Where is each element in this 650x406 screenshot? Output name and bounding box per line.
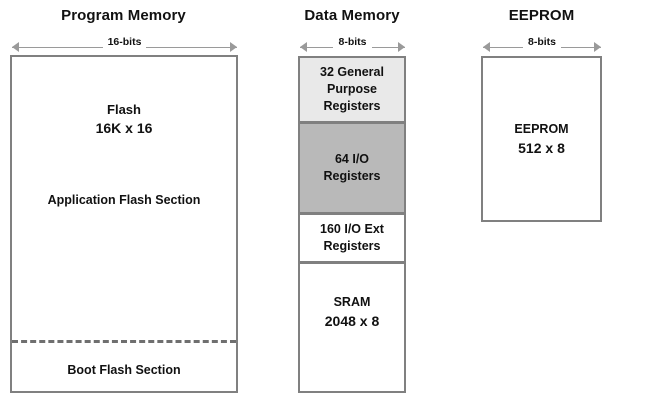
eeprom-name-label: EEPROM [514, 121, 569, 136]
io-ext-registers-line-1: 160 I/O Ext [320, 222, 384, 236]
general-purpose-registers-block: 32 General Purpose Registers [298, 56, 406, 123]
program-memory-box [10, 55, 238, 393]
arrow-right-icon [398, 42, 405, 52]
gp-registers-line-1: 32 General [320, 65, 384, 79]
arrow-right-icon [230, 42, 237, 52]
boot-flash-section-label: Boot Flash Section [67, 363, 181, 377]
arrow-left-icon [483, 42, 490, 52]
io-registers-line-1: 64 I/O [334, 152, 370, 166]
program-memory-title: Program Memory [61, 7, 186, 24]
data-memory-title: Data Memory [304, 7, 400, 24]
arrow-left-icon [12, 42, 19, 52]
eeprom-width-label: 8-bits [483, 36, 601, 48]
data-memory-width-label: 8-bits [300, 36, 405, 48]
data-memory-width-dimension: 8-bits [300, 36, 405, 54]
sram-name-label: SRAM [333, 295, 371, 309]
program-memory-width-dimension: 16-bits [12, 36, 237, 54]
io-ext-registers-line-2: Registers [323, 239, 381, 253]
gp-registers-line-2: Purpose [326, 82, 377, 96]
io-registers-block: 64 I/O Registers [298, 122, 406, 214]
arrow-left-icon [300, 42, 307, 52]
io-registers-line-2: Registers [323, 169, 381, 183]
flash-section-divider [12, 340, 236, 343]
flash-size-label: 16K x 16 [95, 120, 153, 136]
gp-registers-line-3: Registers [323, 99, 381, 113]
eeprom-title: EEPROM [508, 7, 575, 24]
eeprom-block: EEPROM 512 x 8 [481, 56, 602, 222]
sram-block: SRAM 2048 x 8 [298, 262, 406, 393]
eeprom-width-dimension: 8-bits [483, 36, 601, 54]
sram-size-label: 2048 x 8 [324, 313, 380, 329]
arrow-right-icon [594, 42, 601, 52]
flash-name-label: Flash [107, 102, 141, 117]
io-ext-registers-block: 160 I/O Ext Registers [298, 213, 406, 263]
application-flash-section-label: Application Flash Section [47, 193, 201, 207]
program-memory-width-label: 16-bits [12, 36, 237, 48]
eeprom-size-label: 512 x 8 [518, 139, 565, 156]
